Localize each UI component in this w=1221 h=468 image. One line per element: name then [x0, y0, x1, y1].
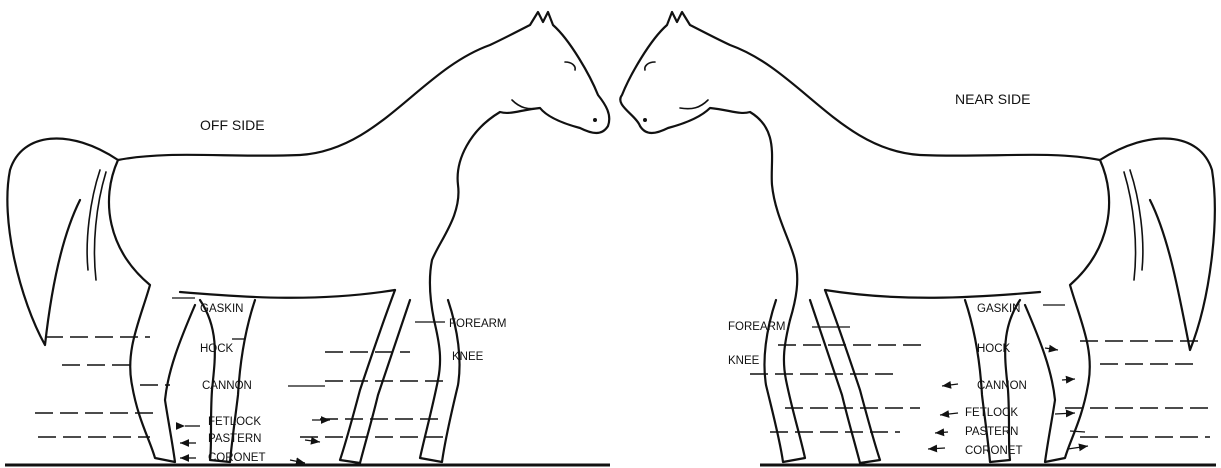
label-off-forearm: FOREARM	[449, 318, 507, 330]
horse-near-side	[620, 12, 1214, 463]
title-off-side: OFF SIDE	[200, 117, 265, 133]
fore-leg-near	[810, 290, 880, 463]
label-near-knee: KNEE	[728, 355, 760, 367]
hind-leg-off	[109, 160, 195, 462]
label-near-coronet: CORONET	[965, 445, 1023, 457]
label-off-fetlock: FETLOCK	[208, 416, 261, 428]
label-near-pastern: PASTERN	[965, 426, 1018, 438]
horse-off-side	[7, 12, 609, 463]
label-near-forearm: FOREARM	[728, 321, 786, 333]
label-near-hock: HOCK	[977, 343, 1011, 355]
tail-off	[7, 138, 118, 345]
label-off-coronet: CORONET	[208, 452, 266, 464]
label-off-gaskin: GASKIN	[200, 303, 243, 315]
label-near-gaskin: GASKIN	[977, 303, 1020, 315]
label-near-fetlock: FETLOCK	[965, 407, 1018, 419]
title-near-side: NEAR SIDE	[955, 91, 1030, 107]
hind-leg-near	[1025, 160, 1109, 462]
tail-near	[1100, 138, 1215, 350]
body-outline-near	[620, 12, 1100, 320]
label-off-hock: HOCK	[200, 343, 234, 355]
label-off-pastern: PASTERN	[208, 433, 261, 445]
body-outline-off	[118, 12, 609, 320]
label-near-cannon: CANNON	[977, 380, 1027, 392]
label-off-cannon: CANNON	[202, 380, 252, 392]
label-off-knee: KNEE	[452, 351, 484, 363]
